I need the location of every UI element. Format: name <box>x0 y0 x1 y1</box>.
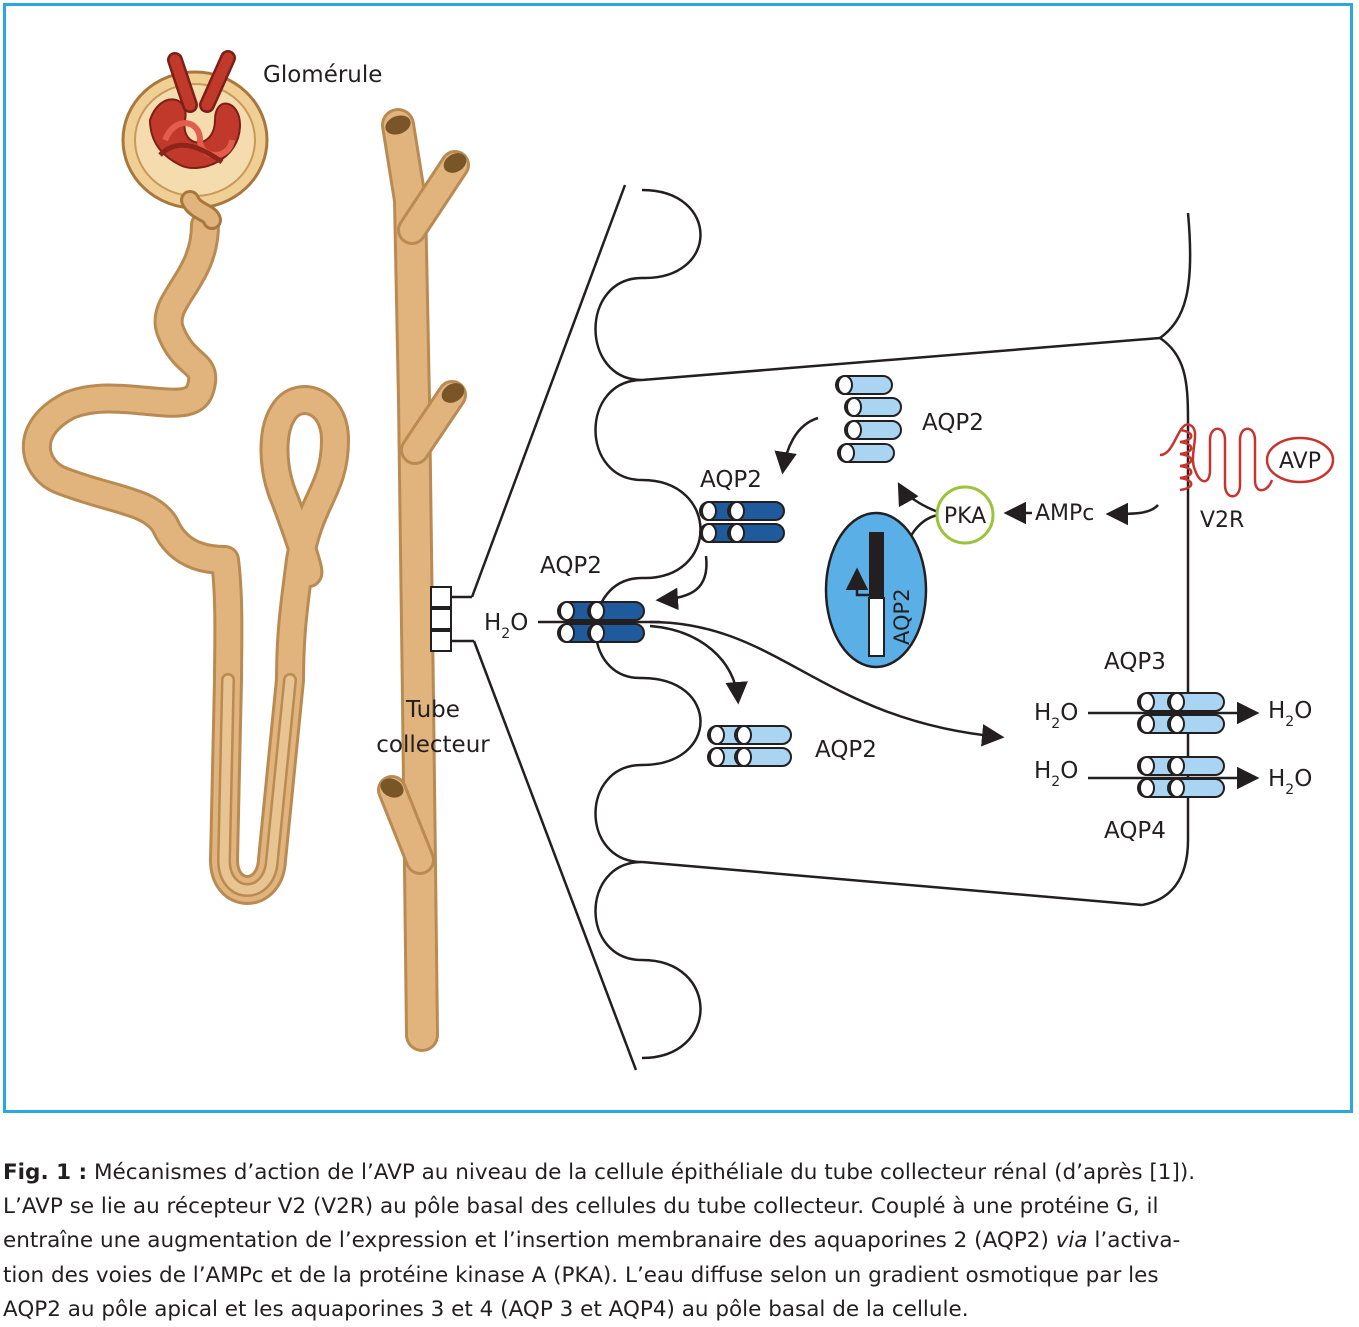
caption-line-2: L’AVP se lie au récepteur V2 (V2R) au pô… <box>3 1194 1159 1220</box>
aqp3-label: AQP3 <box>1104 649 1166 675</box>
v2r-label: V2R <box>1200 508 1244 533</box>
aqp2-label-dark: AQP2 <box>700 467 762 493</box>
glomerule-label: Glomérule <box>263 62 382 88</box>
pka-label: PKA <box>944 504 986 529</box>
caption-line-3b: l’activa- <box>1087 1228 1181 1254</box>
caption-line-1: Mécanismes d’action de l’AVP au niveau d… <box>87 1160 1196 1185</box>
caption-line-3: entraîne une augmentation de l’expressio… <box>3 1228 1056 1254</box>
aqp2-vesicle-dark <box>699 501 785 543</box>
pka-circle <box>935 485 995 545</box>
caption-label: Fig. 1 : <box>3 1160 88 1185</box>
collecting-duct <box>377 108 470 1052</box>
caption-via: via <box>1055 1228 1088 1254</box>
h2o-aqp3-out: H2O <box>1268 698 1312 730</box>
caption-line-5: AQP2 au pôle apical et les aquaporines 3… <box>3 1296 969 1322</box>
glomerulus <box>121 50 269 230</box>
aqp2-vesicle-top <box>835 375 902 463</box>
h2o-aqp4-out: H2O <box>1268 766 1312 798</box>
basal-water-arrows <box>1088 701 1260 790</box>
figure-caption: Fig. 1 : Mécanismes d’action de l’AVP au… <box>3 1156 1356 1327</box>
zoom-lines <box>451 184 638 1071</box>
v2r-coil <box>1179 428 1193 492</box>
aqp2-gene-label: AQP2 <box>890 588 914 645</box>
avp-label: AVP <box>1279 449 1321 474</box>
v2r-receptor <box>1159 423 1274 498</box>
nucleus <box>824 511 928 669</box>
aqp2-label-top: AQP2 <box>922 410 984 436</box>
caption-line-4: tion des voies de l’AMPc et de la protéi… <box>3 1262 1159 1288</box>
h2o-aqp4-in: H2O <box>1034 758 1078 790</box>
aqp2-vesicle-bottom <box>707 725 792 767</box>
diagram: Glomérule Tube collecteur AQP2 AQP2 <box>21 50 1335 1071</box>
aqp2-label-membrane: AQP2 <box>540 553 602 579</box>
tube-label-line1: Tube <box>405 697 460 723</box>
aqp4-label: AQP4 <box>1104 818 1166 844</box>
h2o-aqp3-in: H2O <box>1034 700 1078 732</box>
h2o-apical-label: H2O <box>484 610 528 642</box>
ampc-label: AMPc <box>1035 501 1094 526</box>
nephron-tubule <box>21 210 350 905</box>
cell-membranes <box>594 188 1192 1060</box>
figure-frame <box>3 3 1353 1113</box>
tube-label-line2: collecteur <box>376 732 490 758</box>
avp-ligand <box>1265 436 1335 484</box>
aqp2-label-bottom: AQP2 <box>815 737 877 763</box>
